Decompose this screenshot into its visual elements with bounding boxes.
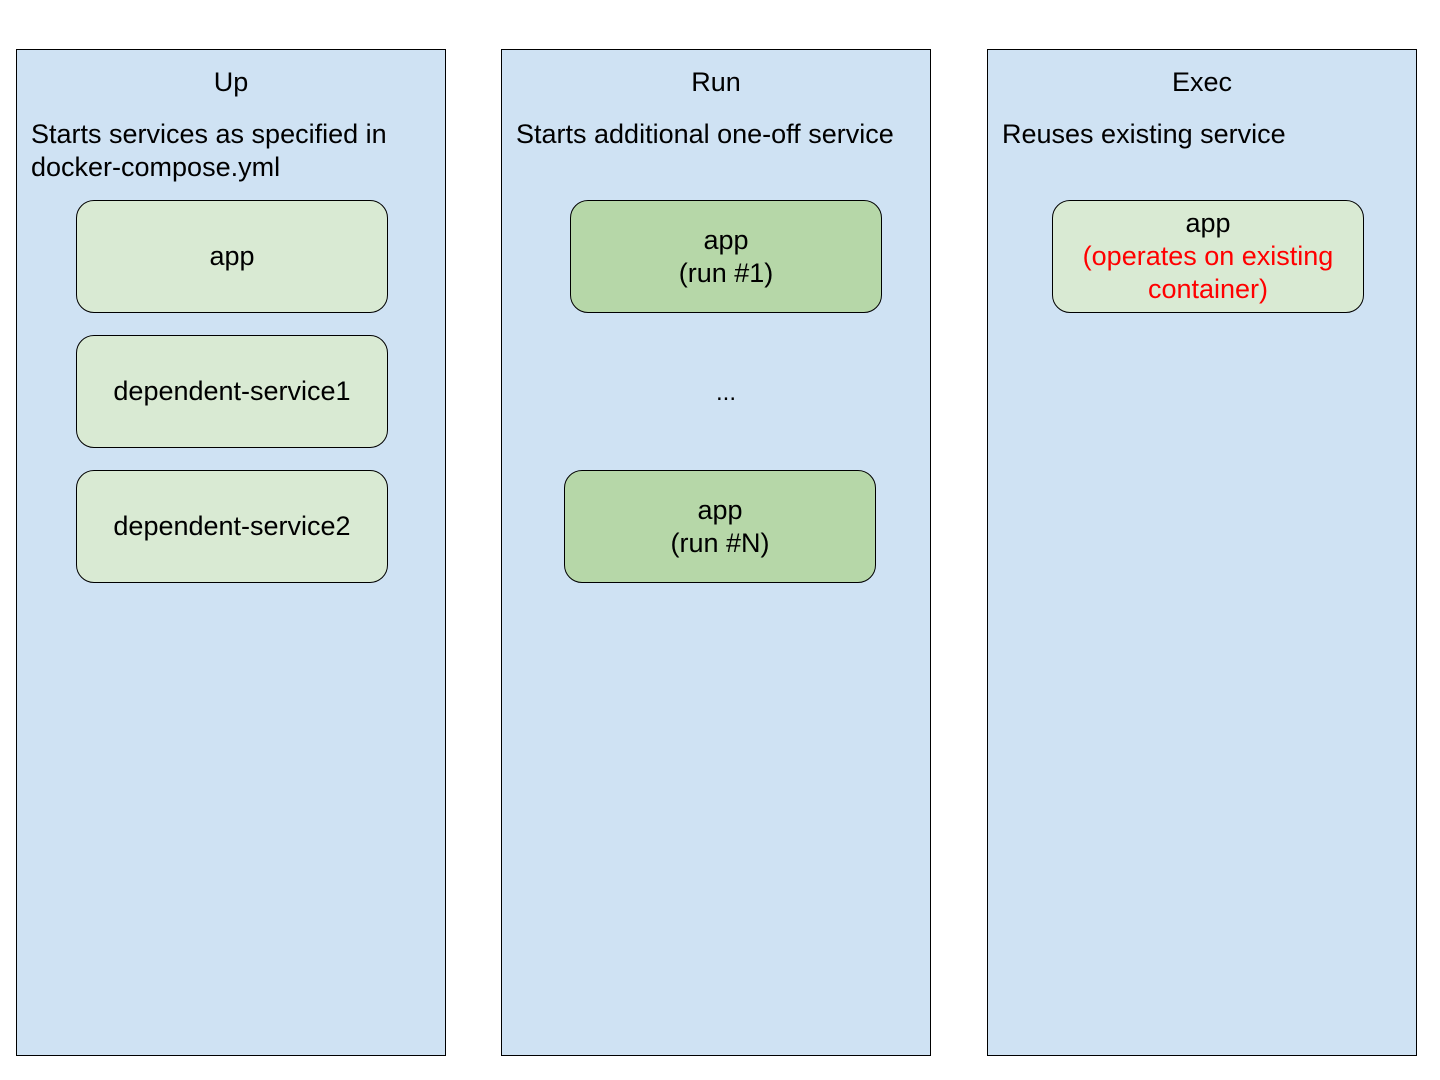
exec-title: Exec (1171, 67, 1233, 97)
exec-description: Reuses existing service (1002, 119, 1286, 149)
box-label: dependent-service1 (113, 376, 351, 406)
run-title: Run (691, 67, 741, 97)
up-service-box-dependent-service2: dependent-service2 (76, 470, 388, 583)
run-box-first: app (run #1) (570, 200, 882, 313)
run-description: Starts additional one-off service (516, 119, 894, 149)
up-description: Starts services as specified in docker-c… (31, 119, 387, 182)
exec-box-app: app (operates on existing container) (1052, 200, 1364, 313)
run-box-nth: app (run #N) (564, 470, 876, 583)
box-label: app (1185, 208, 1231, 238)
up-title: Up (213, 67, 249, 97)
box-sublabel: (run #N) (670, 527, 770, 558)
box-label: app (209, 241, 255, 271)
box-label: app (703, 224, 749, 255)
up-panel: Up Starts services as specified in docke… (16, 49, 446, 1056)
up-service-box-app: app (76, 200, 388, 313)
box-label: app (697, 494, 743, 525)
box-sublabel: (run #1) (678, 257, 774, 288)
run-panel: Run Starts additional one-off service ap… (501, 49, 931, 1056)
up-service-box-dependent-service1: dependent-service1 (76, 335, 388, 448)
box-note-line1: (operates on existing (1082, 241, 1334, 271)
exec-panel: Exec Reuses existing service app (operat… (987, 49, 1417, 1056)
box-label: dependent-service2 (113, 511, 351, 541)
box-note-line2: container) (1147, 274, 1269, 304)
run-ellipsis: ... (715, 379, 736, 406)
